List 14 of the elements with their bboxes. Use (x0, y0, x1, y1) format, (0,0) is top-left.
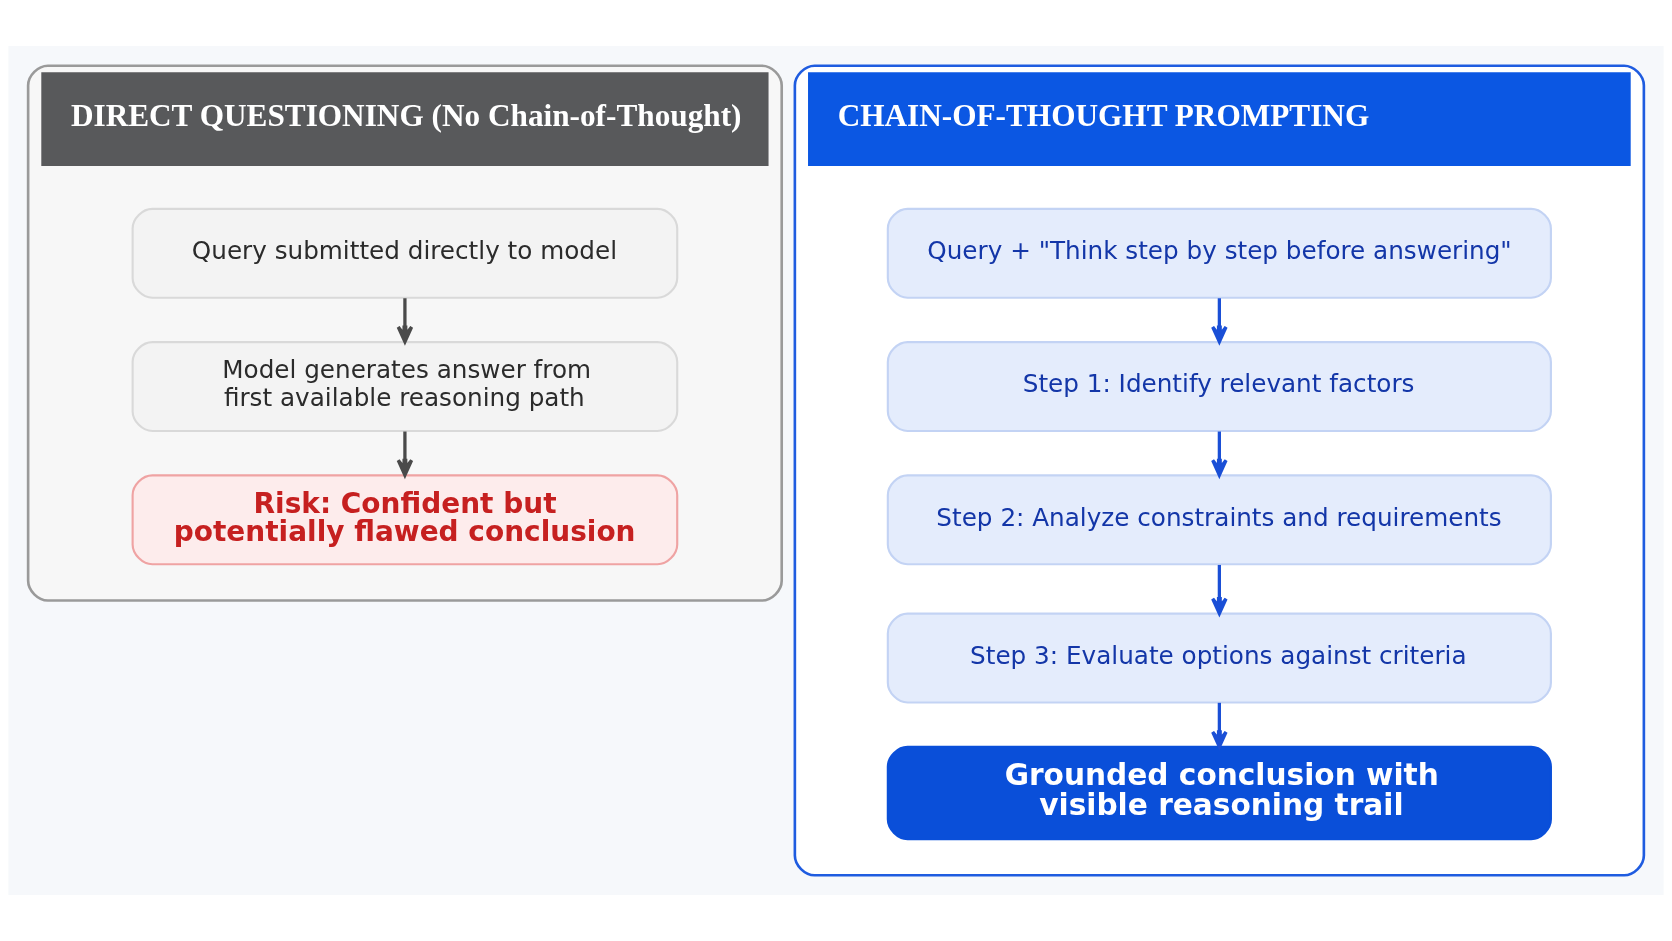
node-box: Risk: Confident but potentially flawed conclusion (131, 474, 679, 566)
node-box: Grounded conclusion with visible reasoning trail (886, 745, 1552, 841)
node-box: Query + "Think step by step before answering" (886, 207, 1552, 299)
node-box: Step 2: Analyze constraints and requirements (886, 474, 1552, 566)
arrow (396, 431, 414, 477)
node-box: Step 3: Evaluate options against criteria (886, 612, 1552, 704)
arrow (1211, 702, 1228, 749)
arrow (1211, 564, 1228, 616)
arrow (396, 298, 414, 344)
node-box: Query submitted directly to model (131, 207, 679, 299)
node-box: Step 1: Identify relevant factors (886, 341, 1552, 433)
node-box: Model generates answer from first available reasoning path (131, 341, 679, 433)
arrow (1211, 431, 1228, 477)
arrow (1211, 298, 1228, 344)
